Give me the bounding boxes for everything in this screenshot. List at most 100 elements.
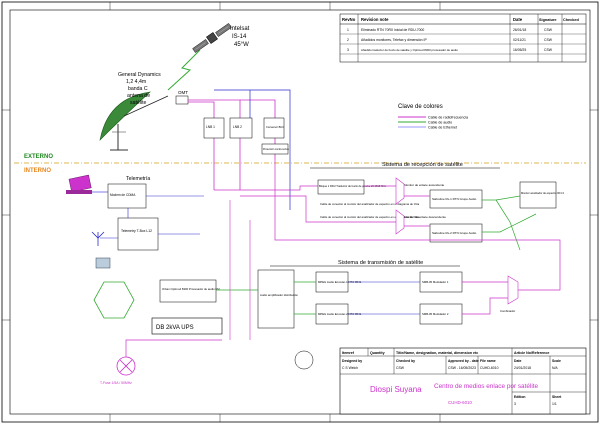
color-key-audio-label: Cable de audio xyxy=(428,121,452,125)
antenna-dish-icon xyxy=(99,91,169,151)
rev-row-2-note: Añadidos monitores, Telefax y dimensión … xyxy=(361,38,427,42)
tb-file-label: File name xyxy=(480,359,496,363)
modulator2-label: SMB-05 Modulador 2 xyxy=(422,312,449,316)
surge-protection-box xyxy=(261,143,289,155)
bdc-label: Bloque 1 RDU Traductor de buclo de prueb… xyxy=(319,184,387,188)
antenna-line-1: General Dynamics xyxy=(118,72,161,78)
transmission-chain: Orban Optimod 8300 Procesador de audio F… xyxy=(159,269,519,329)
satellite-icon xyxy=(192,23,232,53)
optimod-label: Orban Optimod 8300 Procesador de audio F… xyxy=(162,287,220,291)
reception-audio-wiring xyxy=(482,195,537,251)
tb-checked-value: CSW xyxy=(396,366,405,370)
laptop-icon xyxy=(66,174,92,194)
ethernet-trunk-outdoor xyxy=(214,89,291,210)
tb-approved-label: Approved by - date xyxy=(448,359,479,363)
encoder1-label: MPEG Audio Encoder-1 NTC 9541 xyxy=(318,280,362,284)
spectrum-monitor-label: Monitor analizador de espectro RFI-3 xyxy=(521,191,564,195)
demod1-box xyxy=(429,189,483,209)
rev-row-1-date: 26/01/18 xyxy=(513,28,526,32)
drawing-frame xyxy=(9,9,591,415)
power-wiring xyxy=(125,339,222,357)
tb-edition-label: Edition xyxy=(514,395,526,399)
color-key: Clave de colores Cable de radiofrecuenci… xyxy=(398,104,468,130)
uplink-monitor-label: Monitor de enlace ascendente xyxy=(404,183,445,187)
modem-label: Modem de CDMA xyxy=(110,193,136,197)
transmission-ethernet-wiring xyxy=(348,281,420,315)
transmission-section-title: Sistema de transmisión de satélite xyxy=(338,260,423,266)
rev-header-no: RevNo xyxy=(342,17,356,22)
rev-row-3-signature: CSW xyxy=(544,48,553,52)
demod2-label: Sabreline Rx-2 RTN Grupo Audio xyxy=(432,231,477,235)
rev-row-3-note: Añadido traductor de buclo de satélite y… xyxy=(361,48,458,52)
tb-date-value: 24/01/2018 xyxy=(514,366,531,370)
rf-vertical-feeds xyxy=(229,200,251,340)
ups-label: DB 2kVA UPS xyxy=(156,325,194,331)
demod2-box xyxy=(429,223,483,243)
rev-header-date: Date xyxy=(513,17,523,22)
lnb1-box xyxy=(203,117,225,139)
satellite-id: IS-14 xyxy=(232,34,247,40)
reception-rf-wiring xyxy=(214,185,430,227)
tb-file-value: CUHD-6010 xyxy=(480,366,499,370)
tb-edition-value: 3 xyxy=(514,402,516,406)
reception-chain: Bloque 1 RDU Traductor de buclo de prueb… xyxy=(317,177,564,243)
distribution-box xyxy=(257,269,295,329)
optimod-box xyxy=(159,279,217,303)
zone-outside-label: EXTERNO xyxy=(24,154,53,160)
zone-inside-label: INTERNO xyxy=(24,168,51,174)
tx-combiner-label: Combinador xyxy=(500,309,515,313)
color-key-ethernet-label: Cable de Ethernet xyxy=(428,126,457,130)
rev-row-1-signature: CSW xyxy=(544,28,553,32)
transmission-rf-wiring xyxy=(274,160,561,315)
tb-header-title: Title/Name, designation, material, dimen… xyxy=(396,351,478,355)
tb-sheet-label: Sheet xyxy=(552,395,562,399)
tb-checked-label: Checked by xyxy=(396,359,415,363)
antenna-line-2: 1,2 4,4m xyxy=(126,79,146,85)
antenna-line-3: banda C xyxy=(128,86,148,92)
tx-combiner xyxy=(507,275,519,305)
rev-row-3-no: 3 xyxy=(347,48,349,52)
uplink-bolt xyxy=(167,49,201,91)
spectrum-monitor-box xyxy=(519,181,557,209)
surge-protection-label: Protección contra surtos xyxy=(263,148,290,151)
ups-box xyxy=(151,317,223,335)
antenna-label: General Dynamics 1,2 4,4m banda C antena… xyxy=(118,72,161,106)
tb-sheet-value: 1/1 xyxy=(552,402,557,406)
rx-note-2: Cable de conexión al monitor del analiza… xyxy=(320,215,420,219)
telemetry-section-title: Telemetría xyxy=(126,176,150,182)
rev-header-note: Revision note xyxy=(361,17,389,22)
color-key-title: Clave de colores xyxy=(398,104,443,110)
distribution-label: Audio amplificador distribución xyxy=(260,293,298,297)
gsm-antenna-icon xyxy=(91,231,105,246)
omt-label: OMT xyxy=(178,90,188,95)
rev-header-signature: Signature xyxy=(539,18,557,22)
fuse-note: T-Fuse 1/5A / 50MHz xyxy=(100,381,132,385)
telemetry-equipment: Modem de CDMA Telemetry T-Box L12 xyxy=(107,183,159,251)
tb-approved-value: CSW - 16/05/2023 xyxy=(448,366,476,370)
tb-date-label: Date xyxy=(514,359,521,363)
telemetry-box xyxy=(117,217,159,251)
telemetry-box-label: Telemetry T-Box L12 xyxy=(121,229,152,233)
fuse-icon xyxy=(116,356,136,376)
rev-row-2-no: 2 xyxy=(347,38,349,42)
downlink-monitor-label: Monitor de enlace descendente xyxy=(404,215,446,219)
color-key-rf-label: Cable de radiofrecuencia xyxy=(428,116,468,120)
demod1-label: Sabreline Rx-1 RTN Grupo Audio xyxy=(432,197,477,201)
satellite-position: 45°W xyxy=(234,42,249,48)
tb-scale-label: Scale xyxy=(552,359,561,363)
rev-row-2-date: 02/11/21 xyxy=(513,38,526,42)
tb-header-article: Article No/Reference xyxy=(514,351,549,355)
modem-box xyxy=(107,183,147,209)
reception-section-title: Sistema de recepción de satélite xyxy=(382,162,463,168)
monitor-speaker-icon xyxy=(294,350,314,370)
omt-box xyxy=(175,95,189,105)
tb-designed-value: C S Welch xyxy=(342,366,358,370)
telemetry-wiring xyxy=(92,191,204,239)
power-supply-icon xyxy=(93,281,135,319)
encoder2-label: MPEG Audio Encoder-2 NTC 9541 xyxy=(318,312,362,316)
lnb2-box xyxy=(229,117,253,139)
tb-scale-value: N/A xyxy=(552,366,558,370)
modulator1-label: SMB-05 Modulador 1 xyxy=(422,280,449,284)
